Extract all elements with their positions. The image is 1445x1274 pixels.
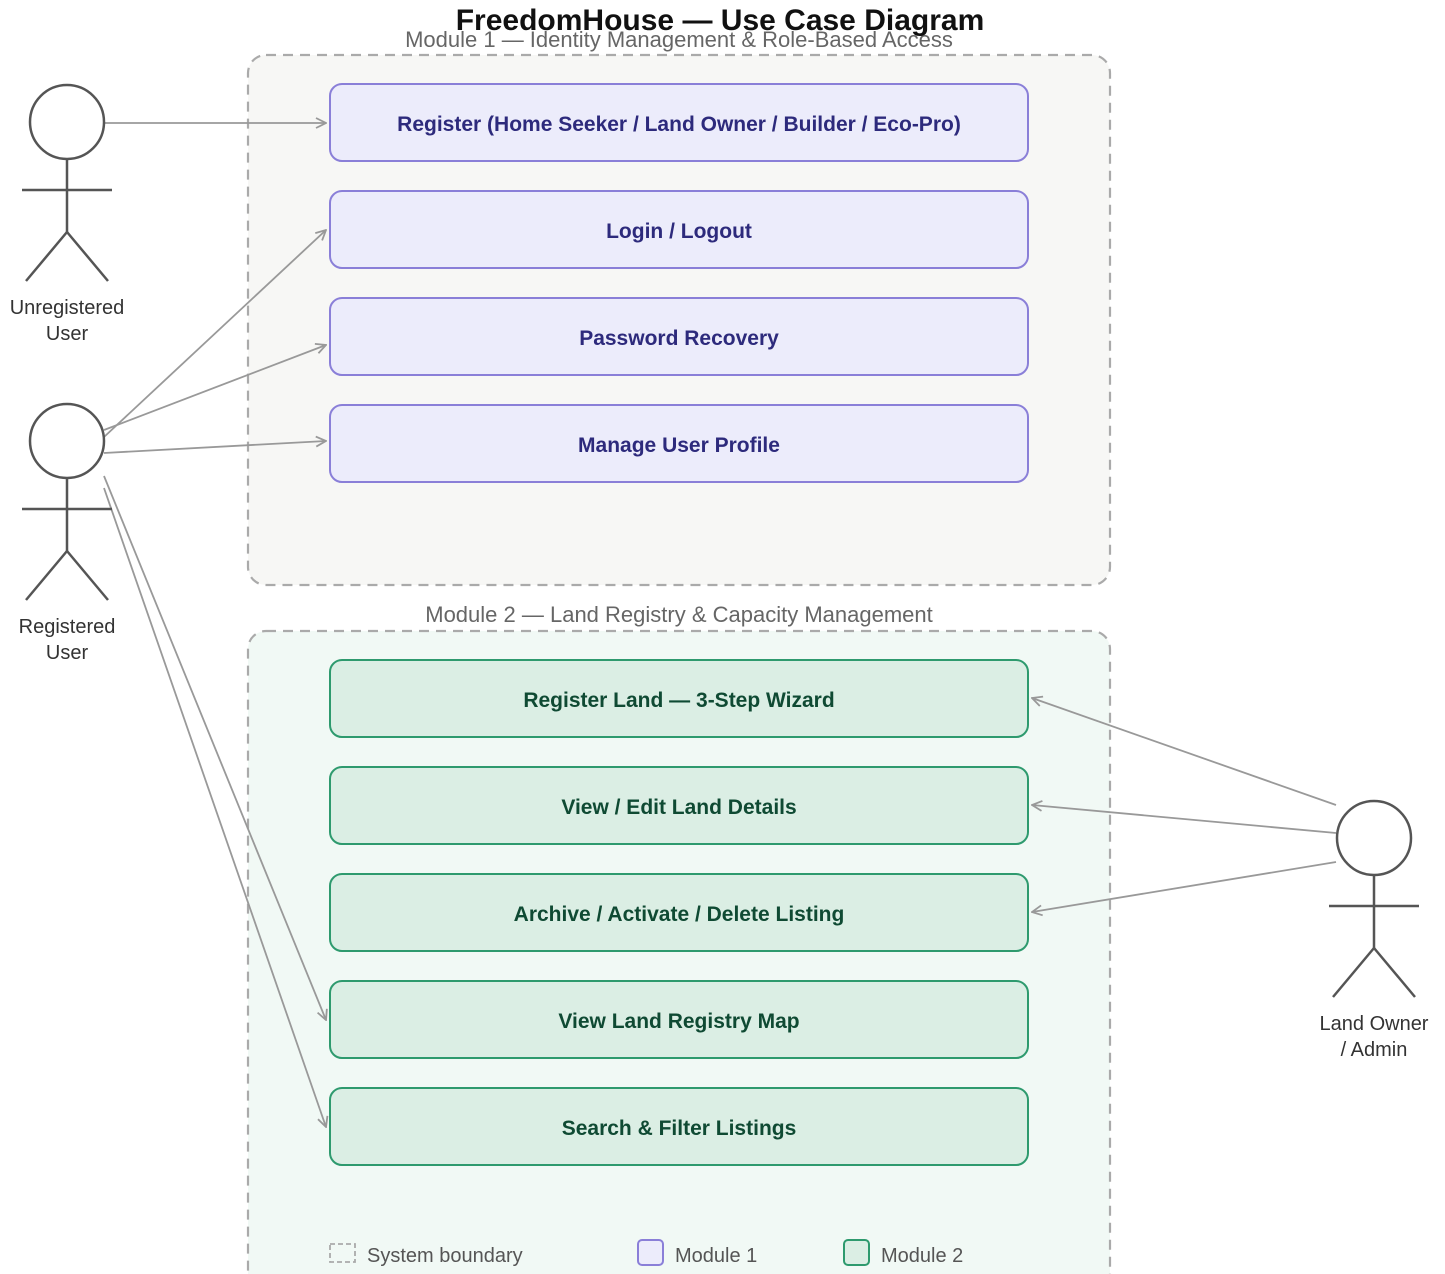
stick-figure-icon bbox=[22, 402, 112, 601]
actor-label: User bbox=[46, 323, 89, 345]
svg-text:View Land Registry Map: View Land Registry Map bbox=[558, 1010, 799, 1033]
legend-module1-label: Module 1 bbox=[675, 1245, 757, 1267]
use-case-registry-map: View Land Registry Map bbox=[329, 980, 1029, 1059]
use-case-search-filter: Search & Filter Listings bbox=[329, 1087, 1029, 1166]
module-2-label: Module 2 — Land Registry & Capacity Mana… bbox=[425, 602, 932, 627]
svg-text:Search & Filter Listings: Search & Filter Listings bbox=[562, 1117, 797, 1140]
use-case-register: Register (Home Seeker / Land Owner / Bui… bbox=[329, 83, 1029, 162]
legend-boundary-swatch bbox=[329, 1243, 356, 1263]
actor-unregistered-user: Unregistered User bbox=[10, 83, 125, 345]
actor-registered-user: Registered User bbox=[19, 402, 116, 664]
actor-label: Registered bbox=[19, 616, 116, 638]
use-case-view-edit-land: View / Edit Land Details bbox=[329, 766, 1029, 845]
svg-text:Login / Logout: Login / Logout bbox=[606, 220, 752, 243]
association-owner-archive bbox=[1032, 861, 1337, 912]
svg-text:Manage User Profile: Manage User Profile bbox=[578, 434, 780, 457]
legend-module2-swatch bbox=[843, 1239, 870, 1266]
use-case-manage-profile: Manage User Profile bbox=[329, 404, 1029, 483]
legend-module2-label: Module 2 bbox=[881, 1245, 963, 1267]
actor-label: Land Owner bbox=[1320, 1013, 1429, 1035]
svg-text:Archive / Activate / Delete Li: Archive / Activate / Delete Listing bbox=[514, 903, 845, 926]
association-owner-view-edit bbox=[1032, 805, 1337, 834]
actor-land-owner-admin: Land Owner / Admin bbox=[1320, 799, 1429, 1061]
actor-label: / Admin bbox=[1341, 1039, 1408, 1061]
use-case-archive-listing: Archive / Activate / Delete Listing bbox=[329, 873, 1029, 952]
association-registered-password bbox=[103, 345, 326, 431]
legend-module1-swatch bbox=[637, 1239, 664, 1266]
use-case-login-logout: Login / Logout bbox=[329, 190, 1029, 269]
svg-text:Register (Home Seeker / Land O: Register (Home Seeker / Land Owner / Bui… bbox=[397, 113, 961, 136]
association-registered-search bbox=[103, 487, 326, 1127]
association-registered-login bbox=[103, 230, 326, 438]
actor-label: Unregistered bbox=[10, 297, 125, 319]
use-case-register-land: Register Land — 3-Step Wizard bbox=[329, 659, 1029, 738]
module-1-label: Module 1 — Identity Management & Role-Ba… bbox=[405, 27, 953, 52]
svg-text:Password Recovery: Password Recovery bbox=[579, 327, 779, 350]
svg-text:Register Land — 3-Step Wizard: Register Land — 3-Step Wizard bbox=[523, 689, 834, 712]
association-registered-map bbox=[103, 475, 326, 1020]
stick-figure-icon bbox=[22, 83, 112, 282]
legend: System boundary Module 1 Module 2 bbox=[329, 1239, 963, 1267]
use-case-password-recovery: Password Recovery bbox=[329, 297, 1029, 376]
association-owner-register-land bbox=[1032, 698, 1337, 806]
svg-text:View / Edit Land Details: View / Edit Land Details bbox=[561, 796, 796, 819]
actor-label: User bbox=[46, 642, 89, 664]
diagram-title: FreedomHouse — Use Case Diagram bbox=[456, 4, 985, 37]
stick-figure-icon bbox=[1329, 799, 1419, 998]
associations bbox=[103, 123, 1337, 1127]
legend-boundary-label: System boundary bbox=[367, 1245, 523, 1267]
association-registered-profile bbox=[103, 441, 326, 454]
